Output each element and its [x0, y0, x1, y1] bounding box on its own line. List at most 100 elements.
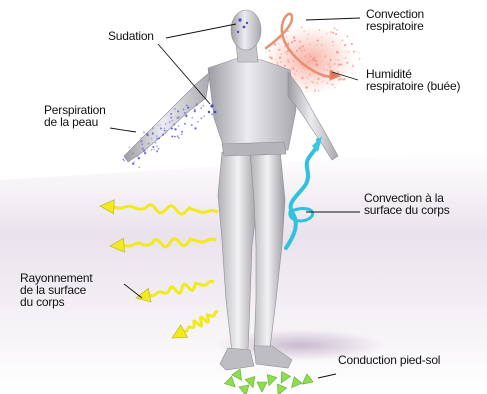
perspiration-dot: [202, 105, 204, 107]
label-sudation: Sudation: [108, 30, 154, 42]
mist-speck: [291, 68, 293, 70]
perspiration-dot: [151, 138, 152, 139]
mist-speck: [298, 47, 300, 49]
perspiration-dot: [142, 143, 144, 145]
label-convection-surface-line2: surface du corps: [364, 204, 450, 216]
mist-speck: [303, 31, 304, 32]
perspiration-dot: [191, 117, 193, 119]
mist-speck: [308, 62, 309, 63]
perspiration-dot: [156, 136, 157, 137]
perspiration-dot: [171, 136, 172, 137]
perspiration-dot: [132, 153, 133, 154]
mist-speck: [353, 50, 355, 52]
mist-speck: [278, 43, 280, 45]
perspiration-dot: [170, 113, 172, 115]
perspiration-dot: [194, 110, 196, 112]
mist-speck: [329, 63, 330, 64]
perspiration-dot: [177, 135, 179, 137]
mist-speck: [284, 46, 285, 47]
perspiration-dot: [156, 138, 158, 140]
mist-speck: [312, 81, 313, 82]
mist-speck: [311, 81, 312, 82]
perspiration-dot: [178, 125, 179, 126]
mist-speck: [344, 44, 346, 46]
mist-speck: [347, 36, 349, 38]
mist-speck: [287, 59, 289, 61]
mist-speck: [301, 77, 303, 79]
perspiration-dot: [184, 123, 186, 125]
perspiration-dot: [173, 123, 175, 125]
mist-speck: [323, 68, 324, 69]
mist-speck: [301, 26, 303, 28]
mist-speck: [340, 42, 341, 43]
mist-speck: [345, 51, 346, 52]
mist-speck: [316, 63, 317, 64]
mist-speck: [314, 90, 315, 91]
perspiration-dot: [138, 167, 139, 168]
perspiration-dot: [195, 109, 196, 110]
perspiration-dot: [171, 127, 173, 129]
mist-speck: [351, 43, 353, 45]
mist-speck: [291, 41, 293, 43]
label-rayonnement-line3: du corps: [20, 296, 93, 308]
mist-speck: [333, 44, 334, 45]
mist-speck: [304, 55, 306, 57]
mist-speck: [307, 38, 308, 39]
perspiration-dot: [211, 113, 213, 115]
mist-speck: [332, 41, 334, 43]
perspiration-dot: [137, 156, 138, 157]
mist-speck: [287, 61, 289, 63]
mist-speck: [313, 57, 315, 59]
perspiration-dot: [140, 137, 141, 138]
mist-speck: [305, 83, 306, 84]
perspiration-dot: [133, 163, 134, 164]
label-sudation-text: Sudation: [108, 29, 154, 43]
mist-speck: [300, 58, 301, 59]
mist-speck: [346, 62, 348, 64]
perspiration-dot: [181, 133, 183, 135]
mist-speck: [293, 68, 295, 70]
perspiration-dot: [145, 150, 146, 151]
mist-speck: [338, 64, 340, 66]
mist-speck: [268, 50, 270, 52]
mist-speck: [309, 55, 310, 56]
mist-speck: [287, 53, 289, 55]
label-convection-respiratoire: Convection respiratoire: [366, 8, 424, 32]
mist-speck: [321, 37, 322, 38]
perspiration-dot: [196, 104, 198, 106]
mist-speck: [335, 59, 336, 60]
mist-speck: [327, 64, 328, 65]
mist-speck: [332, 84, 334, 86]
perspiration-dot: [165, 132, 167, 134]
perspiration-dot: [152, 146, 154, 148]
mist-speck: [310, 56, 311, 57]
mist-speck: [345, 57, 347, 59]
label-rayonnement: Rayonnement de la surface du corps: [20, 272, 93, 308]
perspiration-dot: [155, 142, 157, 144]
mist-speck: [327, 83, 328, 84]
mist-speck: [315, 57, 316, 58]
mist-speck: [316, 45, 317, 46]
perspiration-dot: [125, 158, 126, 159]
mist-speck: [315, 60, 317, 62]
perspiration-dot: [134, 161, 135, 162]
perspiration-dot: [197, 121, 198, 122]
perspiration-dot: [162, 134, 164, 136]
mist-speck: [305, 86, 307, 88]
mist-speck: [338, 59, 340, 61]
mist-speck: [309, 73, 311, 75]
mist-speck: [319, 30, 320, 31]
mist-speck: [269, 56, 271, 58]
mist-speck: [337, 71, 339, 73]
mist-speck: [310, 54, 311, 55]
perspiration-dot: [187, 106, 189, 108]
label-conduction: Conduction pied-sol: [338, 354, 440, 366]
mist-speck: [351, 72, 352, 73]
label-convection-respiratoire-line2: respiratoire: [366, 20, 424, 32]
mist-speck: [313, 82, 315, 84]
perspiration-dot: [174, 136, 176, 138]
perspiration-dot: [183, 109, 185, 111]
perspiration-dot: [123, 159, 124, 160]
mist-speck: [330, 59, 332, 61]
mist-speck: [304, 49, 306, 51]
